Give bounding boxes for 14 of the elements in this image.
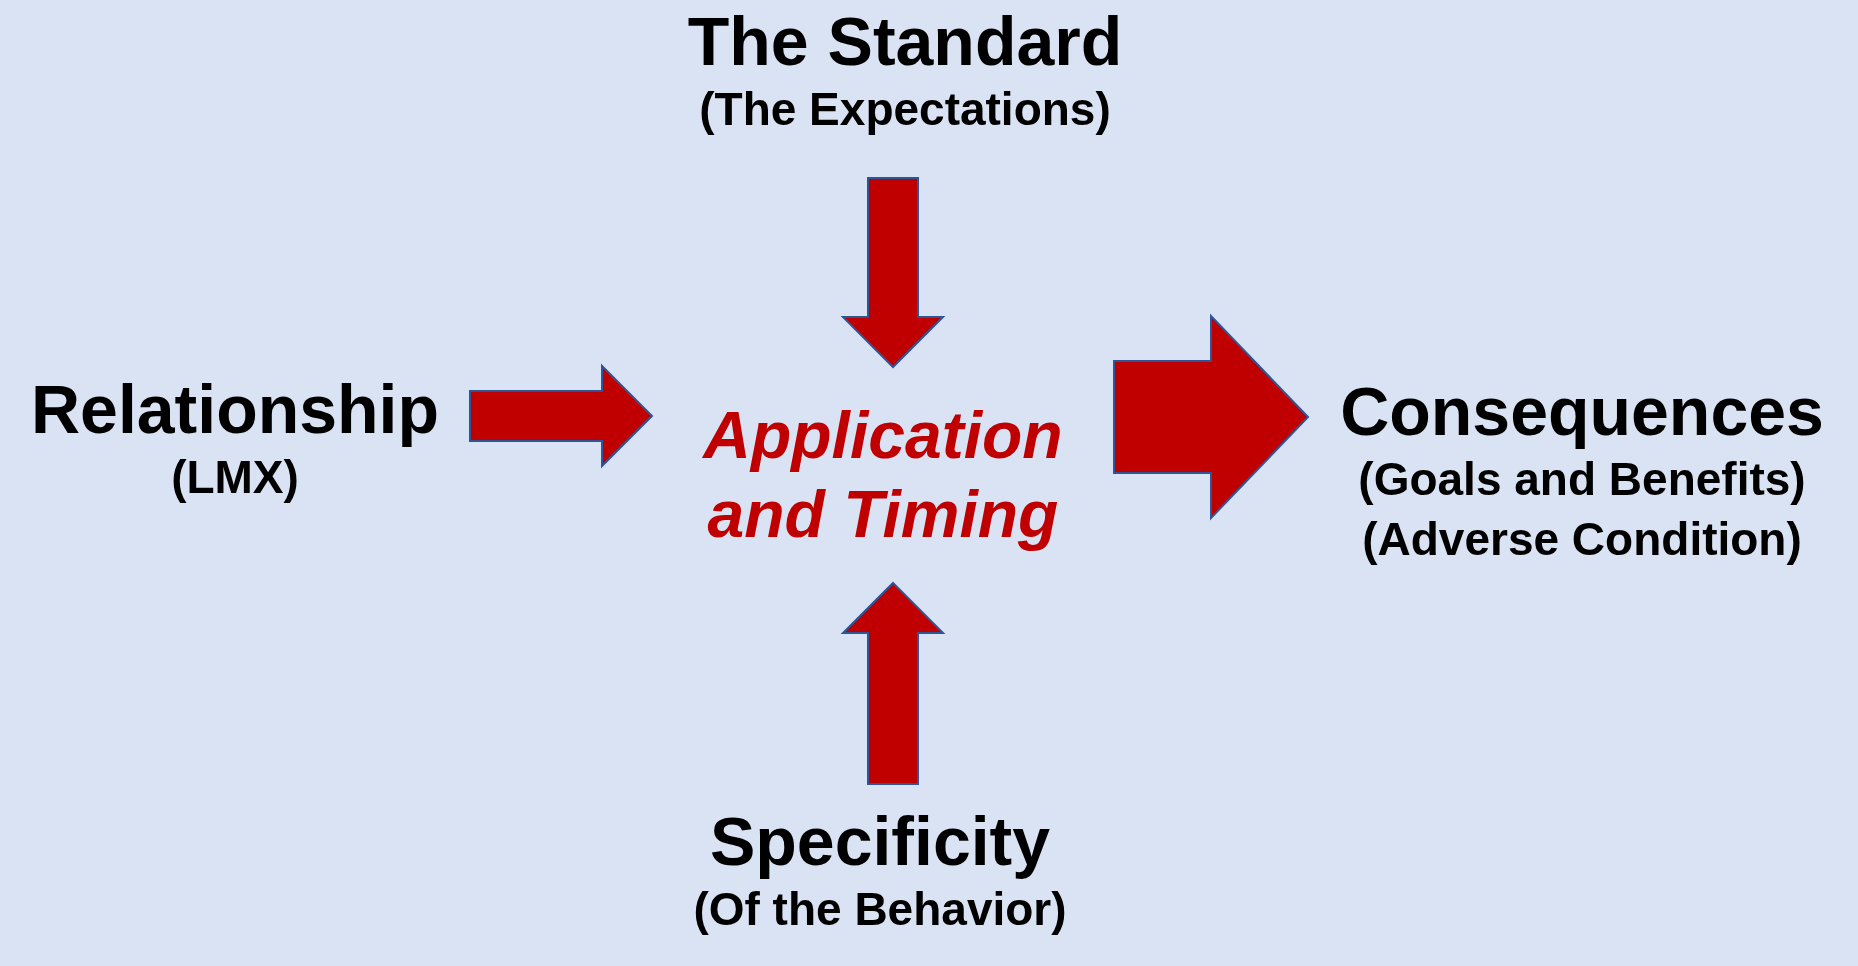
node-subheading: (Goals and Benefits) [1358, 452, 1806, 508]
center-heading: Application and Timing [701, 396, 1064, 553]
block-arrow [1113, 313, 1310, 521]
node-subheading: (The Expectations) [699, 82, 1111, 138]
node-heading: Specificity [709, 802, 1051, 881]
block-arrow [469, 363, 654, 469]
block-arrow [840, 581, 946, 785]
node-heading: Consequences [1340, 372, 1824, 451]
block-arrow [840, 177, 946, 369]
node-subheading: (LMX) [171, 450, 299, 506]
node-heading: Relationship [30, 370, 439, 449]
node-subheading: (Of the Behavior) [693, 882, 1067, 938]
node-subheading: (Adverse Condition) [1362, 512, 1802, 567]
node-heading: The Standard [687, 2, 1123, 81]
